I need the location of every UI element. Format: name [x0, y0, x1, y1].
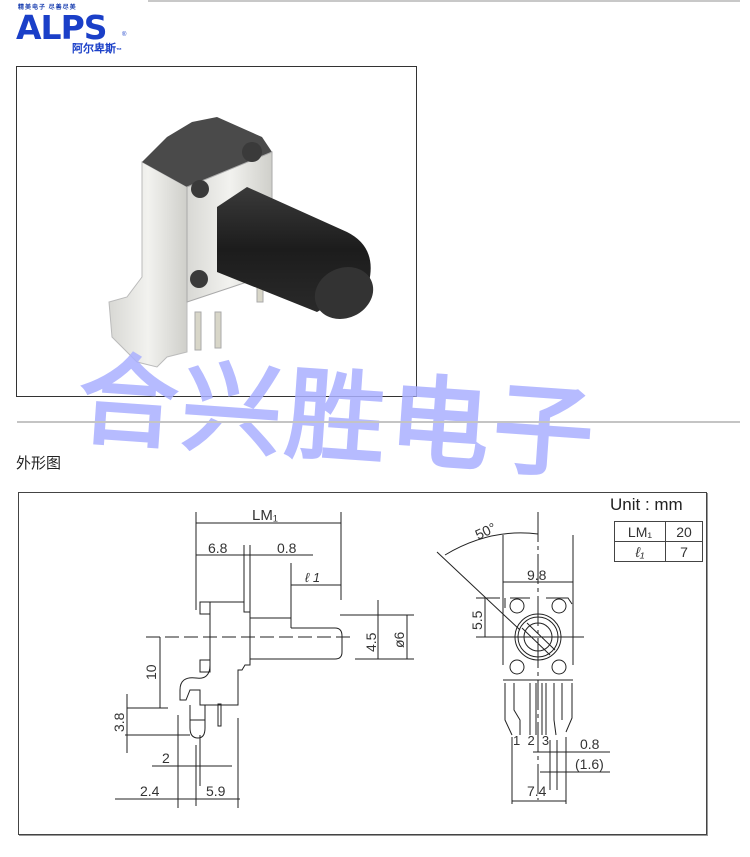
dim-0-8: 0.8	[580, 736, 600, 752]
alps-logo: 精美电子 尽善尽美 ALPS ® 阿尔卑斯™	[16, 2, 134, 56]
dim-2-4: 2.4	[140, 783, 160, 799]
logo-brand-cn-text: 阿尔卑斯	[72, 43, 116, 55]
outline-drawing-frame	[18, 492, 707, 835]
spec-key: LM₁	[614, 521, 666, 542]
registered-mark: ®	[122, 32, 127, 38]
dim-5-9: 5.9	[206, 783, 226, 799]
logo-brand: ALPS	[16, 8, 108, 47]
dim-9-8: 9.8	[527, 567, 547, 583]
dim-2: 2	[162, 750, 170, 766]
outline-drawing-title: 外形图	[16, 455, 62, 472]
dim-0-8-top: 0.8	[277, 540, 297, 556]
dim-10: 10	[143, 664, 159, 680]
trademark-mark: ™	[116, 48, 122, 54]
dim-4-5: 4.5	[363, 632, 379, 652]
spec-table: LM₁ 20 ℓ₁ 7	[614, 521, 703, 562]
product-photo-frame	[16, 66, 417, 397]
dim-dia-6: ø6	[391, 631, 407, 648]
top-divider	[148, 0, 740, 2]
dim-lm1: LM₁	[252, 507, 278, 524]
dim-angle-50: 50°	[473, 519, 499, 542]
pin-numbers: 1 2 3	[513, 733, 549, 748]
logo-tagline: 精美电子 尽善尽美	[18, 5, 77, 11]
logo-brand-cn: 阿尔卑斯™	[72, 40, 122, 56]
dim-6-8: 6.8	[208, 540, 228, 556]
product-photo	[108, 117, 374, 368]
dim-5-5: 5.5	[469, 610, 485, 630]
dim-7-4: 7.4	[527, 783, 547, 799]
section-divider	[17, 421, 740, 423]
spec-value: 7	[665, 541, 703, 562]
spec-row: ℓ₁ 7	[614, 541, 703, 562]
dim-l1: ℓ 1	[305, 570, 320, 585]
dim-3-8: 3.8	[111, 712, 127, 732]
spec-row: LM₁ 20	[614, 521, 703, 542]
dim-1-6: (1.6)	[575, 756, 604, 772]
unit-label: Unit : mm	[610, 495, 683, 514]
